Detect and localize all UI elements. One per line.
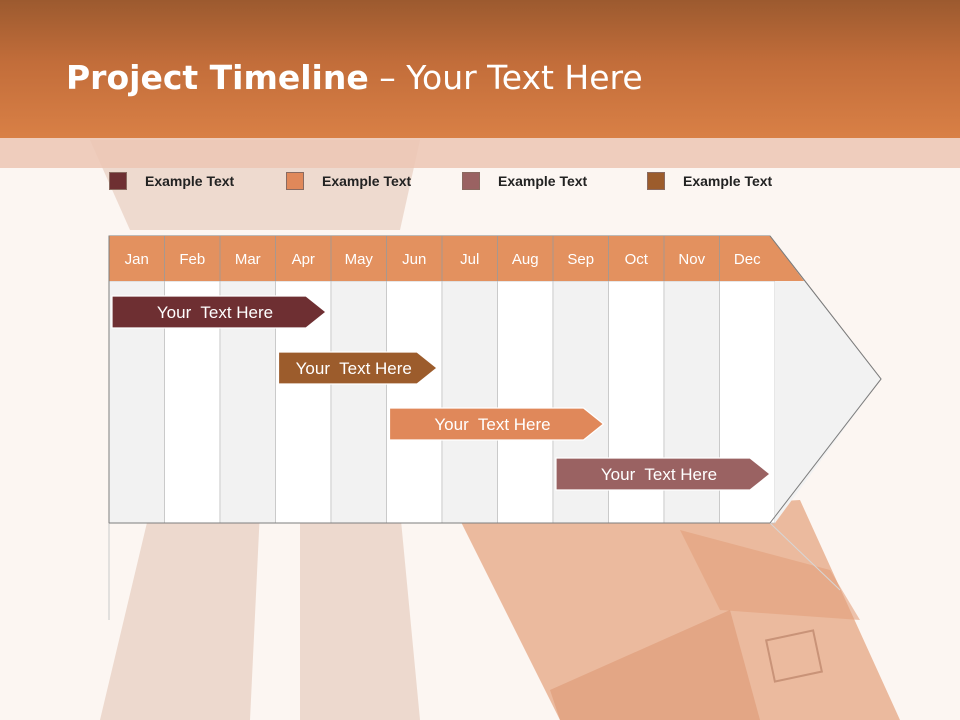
timeline-bar-shape [555,457,771,491]
legend-label: Example Text [498,173,588,189]
cardboard-boxes [460,500,900,720]
month-label: Apr [292,251,315,268]
month-label: Sep [567,251,594,268]
legend-label: Example Text [322,173,412,189]
month-label: Jul [460,251,479,268]
month-label: Jun [402,251,426,268]
title-rest: – Your Text Here [368,58,643,97]
legend-item: Example Text [647,171,772,191]
header-band [0,138,960,168]
timeline-bar-shape [111,295,327,329]
legend-swatch [109,172,127,190]
timeline-bar[interactable]: Your Text Here [555,457,771,491]
timeline-bar-shape [277,351,438,385]
timeline-bar-label: Your Text Here [157,303,273,322]
timeline-bar-label: Your Text Here [601,465,717,484]
month-column [497,280,554,524]
month-label: May [345,251,374,268]
month-column [386,280,443,524]
month-column [330,280,387,524]
legend-label: Example Text [683,173,773,189]
legend-swatch [647,172,665,190]
timeline-bar[interactable]: Your Text Here [388,407,605,441]
title-bold: Project Timeline [66,58,369,97]
timeline-bar-shape [388,407,605,441]
slide-title: Project Timeline – Your Text Here [66,58,643,97]
header-bar [0,0,960,138]
month-label: Aug [512,251,539,268]
month-label: Oct [625,251,649,268]
month-column [441,280,498,524]
legend-swatch [286,172,304,190]
arrow-head-fill [775,281,881,523]
legend-swatch [462,172,480,190]
month-label: Jan [125,251,149,268]
timeline-bar-label: Your Text Here [434,415,550,434]
month-label: Mar [235,251,261,268]
legend-label: Example Text [145,173,235,189]
legend-item: Example Text [286,171,411,191]
legend-item: Example Text [109,171,234,191]
arrow-outline [769,235,882,524]
timeline-bar[interactable]: Your Text Here [277,351,438,385]
month-header-row [109,236,804,281]
timeline-bar-label: Your Text Here [296,359,412,378]
month-label: Feb [179,251,205,268]
month-label: Nov [678,251,705,268]
month-label: Dec [734,251,761,268]
legend-item: Example Text [462,171,587,191]
reflection-line [769,522,841,591]
timeline-bar[interactable]: Your Text Here [111,295,327,329]
